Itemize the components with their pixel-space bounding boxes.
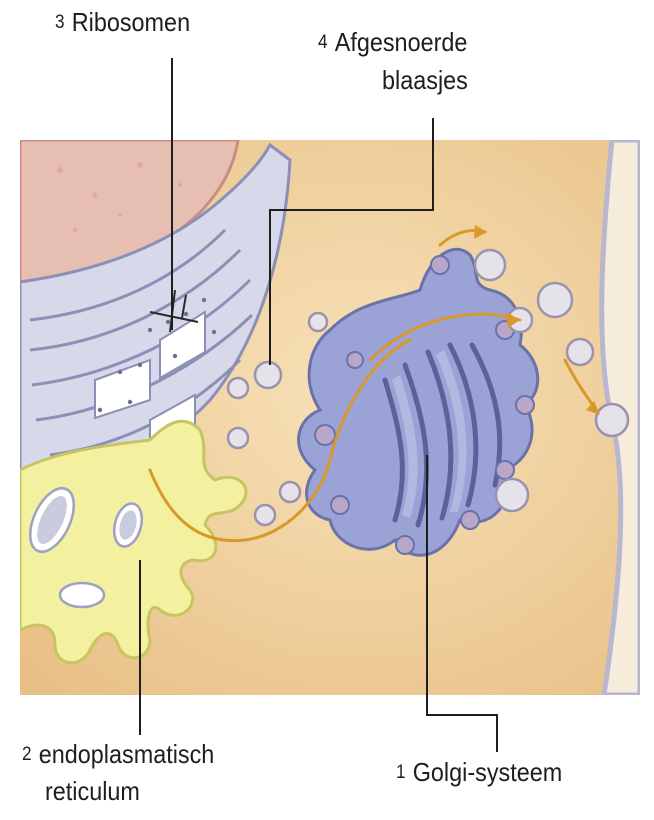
label-er-text-line2: reticulum (45, 776, 140, 806)
label-vesicles-text-line2: blaasjes (382, 65, 468, 95)
label-er-line2: reticulum (45, 775, 140, 807)
label-golgi: 1 Golgi-systeem (396, 756, 562, 789)
label-vesicles-text-line1: Afgesnoerde (335, 27, 468, 57)
label-vesicles-line2: blaasjes (382, 64, 468, 96)
label-vesicles: 4 Afgesnoerde (318, 26, 467, 59)
label-ribosomes: 3 Ribosomen (55, 6, 190, 39)
label-golgi-text: Golgi-systeem (413, 757, 563, 787)
label-vesicles-number: 4 (318, 32, 328, 53)
label-er: 2 endoplasmatisch (22, 738, 214, 771)
label-er-text-line1: endoplasmatisch (39, 739, 215, 769)
label-golgi-number: 1 (396, 762, 406, 783)
label-er-number: 2 (22, 744, 32, 765)
label-ribosomes-text: Ribosomen (72, 7, 190, 37)
label-ribosomes-number: 3 (55, 12, 65, 33)
